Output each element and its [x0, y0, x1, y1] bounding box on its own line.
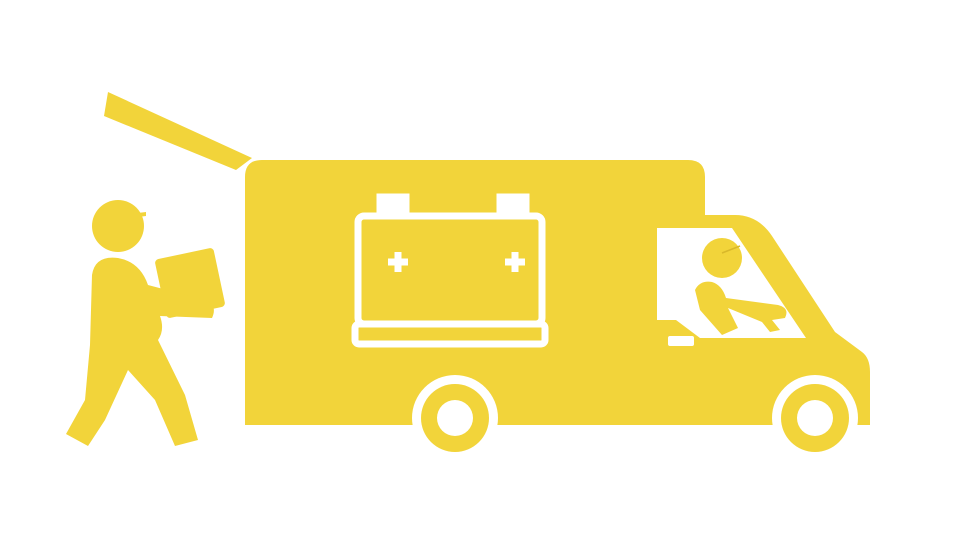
- door-handle: [668, 336, 694, 346]
- person-head: [92, 200, 144, 252]
- battery-icon: [351, 193, 549, 348]
- open-rear-door: [104, 92, 252, 170]
- person-body: [66, 257, 214, 446]
- rear-wheel: [412, 375, 498, 461]
- driver-body-arm: [695, 281, 787, 335]
- person-cap-brim: [120, 212, 146, 219]
- driver: [695, 238, 787, 335]
- plus-terminal-left: [388, 252, 408, 272]
- front-wheel: [772, 375, 858, 461]
- driver-head: [702, 238, 742, 278]
- plus-terminal-right: [505, 252, 525, 272]
- delivery-person: [66, 200, 225, 446]
